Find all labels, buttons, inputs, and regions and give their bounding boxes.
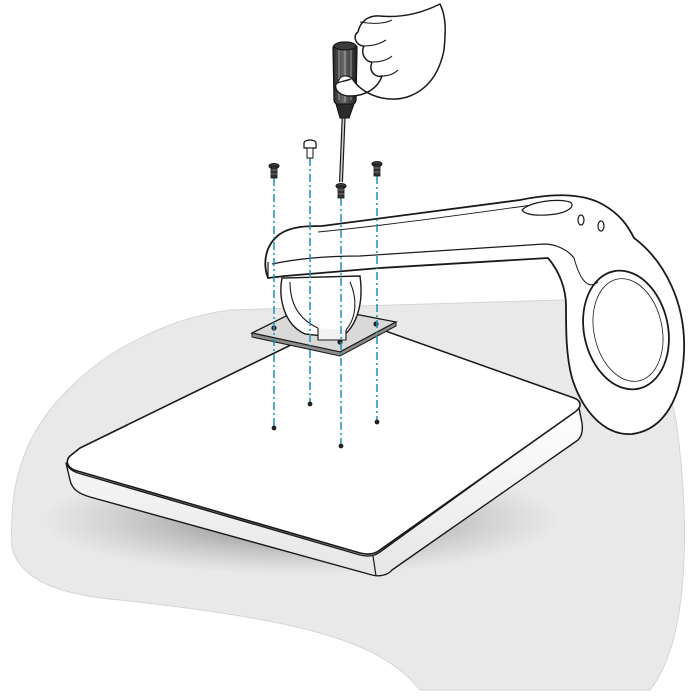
- stand-ring-opening: [582, 269, 670, 391]
- base-holes: [271, 401, 380, 449]
- screw-icon: [303, 139, 317, 159]
- screw-icon: [371, 161, 383, 177]
- hand-icon: [334, 3, 446, 100]
- screw-icon: [268, 163, 280, 179]
- screw-icon: [335, 183, 347, 199]
- screwdriver-icon: [332, 41, 358, 183]
- stand-base-side: [65, 407, 584, 577]
- guide-lines: [273, 158, 378, 444]
